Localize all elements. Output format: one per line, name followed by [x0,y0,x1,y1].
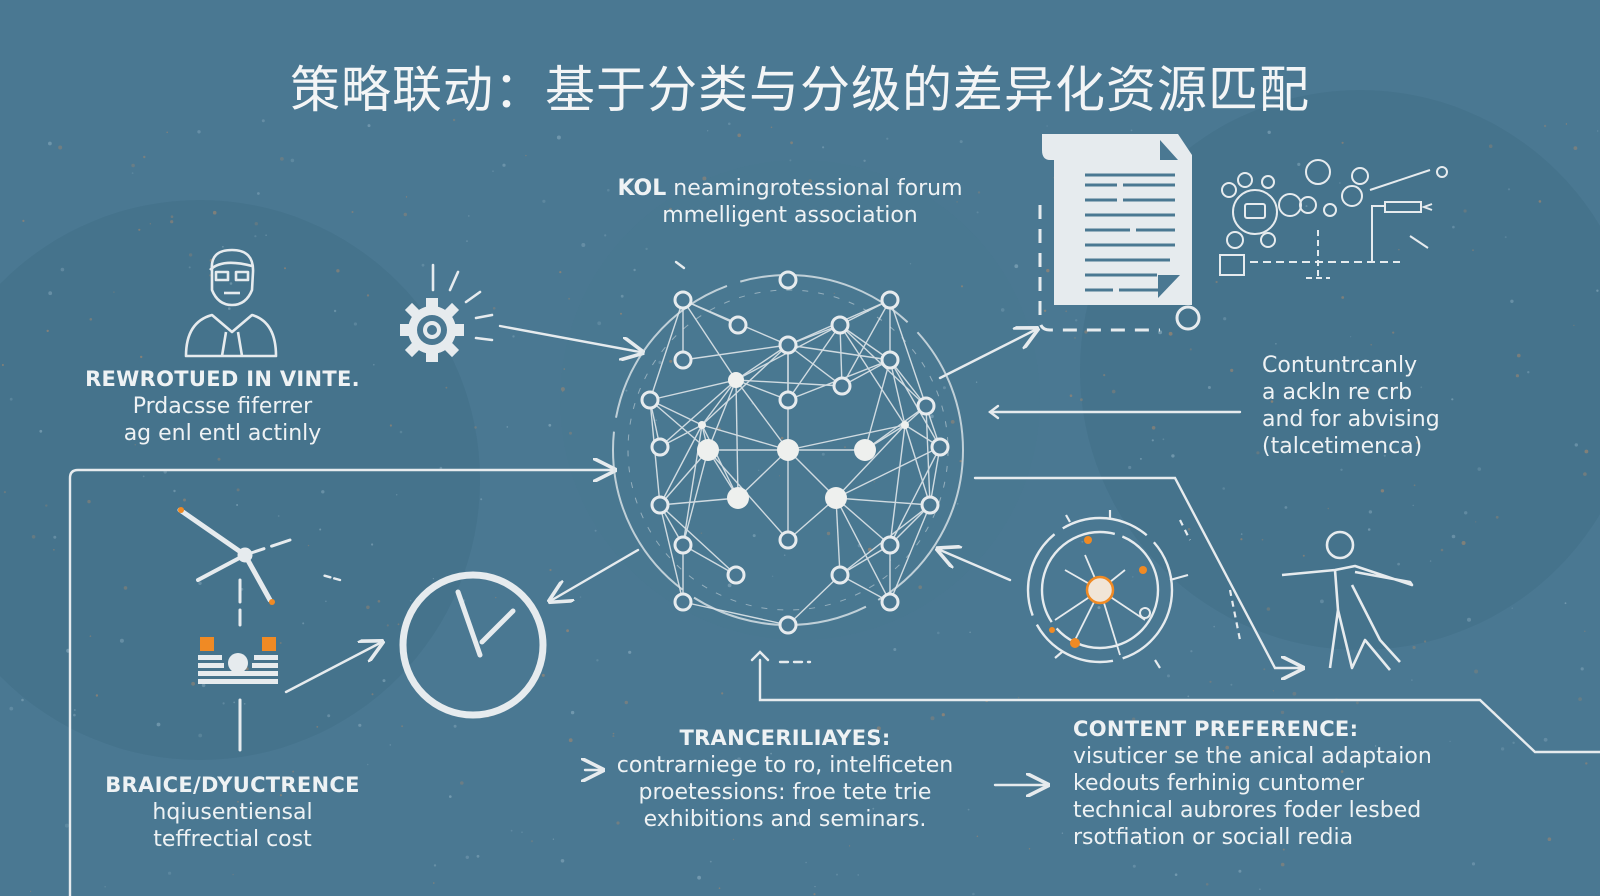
left-top-line2: ag enl entl actinly [123,421,322,446]
bottom-center-line1: contrarniege to ro, intelficeten [616,753,954,778]
clock-icon [399,571,547,719]
center-label-line1: KOL neamingrotessional forum [617,176,963,201]
arrow-orbit-to-center [940,550,1012,582]
left-bottom-label: BRAICE/DYUCTRENCE hqiusentiensal teffrec… [80,772,385,853]
arrow-factory-to-clock [284,643,380,694]
bottom-center-label: TRANCERILIAYES: contrarniege to ro, inte… [585,725,985,833]
right-top-line3: and for abvising [1262,407,1440,432]
network-sphere-icon [612,270,964,635]
bottom-center-line2: proetessions: froe tete trie [638,780,932,805]
bottom-right-heading: CONTENT PREFERENCE: [1073,717,1359,741]
left-bottom-line1: hqiusentiensal [152,800,313,825]
flow-line-right [973,476,1300,668]
arrow-center-to-clock [552,548,640,600]
page-title: 策略联动：基于分类与分级的差异化资源匹配 [290,61,1310,119]
person-figure-icon [1281,530,1414,671]
left-top-line1: Prdacsse fiferrer [132,394,313,419]
people-network-icon [1219,159,1448,279]
factory-icon [198,637,278,684]
person-icon [184,248,278,358]
bottom-right-line1: visuticer se the anical adaptaion [1073,744,1432,769]
flow-line-bottom [758,658,1600,754]
wind-turbine-icon [177,507,292,752]
right-top-line4: (talcetimenca) [1262,434,1423,459]
left-bottom-heading: BRAICE/DYUCTRENCE [105,773,360,797]
document-icon [1038,134,1201,332]
bottom-center-line3: exhibitions and seminars. [643,807,927,832]
bottom-right-line3: technical aubrores foder lesbed [1073,798,1422,823]
flow-line-left [68,470,612,896]
right-top-line1: Contuntrcanly [1262,353,1418,378]
gear-icon [400,263,494,362]
bottom-center-heading: TRANCERILIAYES: [679,726,891,750]
center-label-line2: mmelligent association [662,203,918,228]
left-bottom-line2: teffrectial cost [153,827,312,852]
left-top-label: REWROTUED IN VINTE. Prdacsse fiferrer ag… [60,366,385,447]
left-top-heading: REWROTUED IN VINTE. [85,367,360,391]
bottom-right-label: CONTENT PREFERENCE: visuticer se the ani… [1073,716,1493,851]
right-top-label: Contuntrcanly a ackln re crb and for abv… [1262,352,1522,460]
arrow-center-to-doc [938,330,1035,380]
bottom-right-line4: rsotfiation or sociall redia [1073,825,1354,850]
orbit-target-icon [1026,510,1242,669]
right-top-line2: a ackln re crb [1262,380,1413,405]
center-label: KOL neamingrotessional forum mmelligent … [560,175,1020,229]
arrow-gear-to-center [498,324,640,352]
bottom-right-line2: kedouts ferhinig cuntomer [1073,771,1365,796]
